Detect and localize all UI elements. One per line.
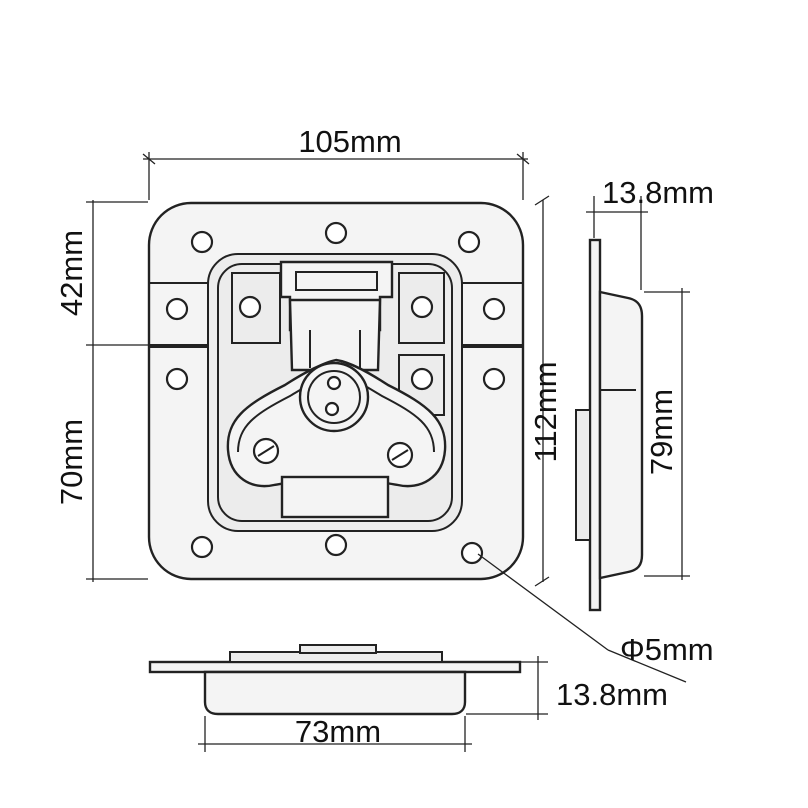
side-pocket-right [398,272,445,344]
dimension-tick [534,576,550,587]
central-boss [298,361,370,433]
dimension-tick [516,153,530,165]
bottom-handle-top [299,644,377,654]
side-handle [575,409,591,541]
mounting-hole [324,533,348,557]
side-flange [588,238,602,612]
dimension-label-79mm: 79mm [644,389,679,475]
dimension-tick [142,153,156,165]
leader-line [607,649,687,683]
mounting-hole [238,295,262,319]
rivet-hole [326,375,342,391]
side-pocket-left [231,272,281,344]
leader-line [477,553,609,651]
dimension-label-105mm: 105mm [298,124,401,159]
dimension-label-70mm: 70mm [54,419,89,505]
side-dish [598,290,644,580]
mounting-hole [410,295,434,319]
mounting-hole [457,230,481,254]
screw-slot [391,449,409,461]
mounting-hole [165,297,189,321]
bottom-keeper [280,475,390,519]
mounting-hole [410,367,434,391]
mounting-hole [190,230,214,254]
central-boss-inner [307,370,361,424]
bottom-flange [148,660,522,674]
mounting-hole [460,541,484,565]
lever-shaft [288,298,382,372]
dimension-label-hole-diameter: Φ5mm [620,632,714,667]
mounting-hole [165,367,189,391]
side-view: 13.8mm 79mm [575,175,714,612]
screw-slot [257,445,275,457]
dimension-tick [534,195,550,206]
dimension-label-112mm: 112mm [528,361,563,462]
catch-slot [295,271,378,291]
mounting-hole [324,221,348,245]
dimension-label-42mm: 42mm [54,230,89,316]
dimension-label-73mm: 73mm [295,714,381,749]
bottom-dish [203,670,467,716]
mounting-hole [190,535,214,559]
dimension-label-side-depth: 13.8mm [602,175,714,210]
front-view: 105mm 42mm 70mm 112mm Φ5mm [54,124,714,683]
dimension-label-bottom-depth: 13.8mm [556,677,668,712]
bottom-view: 13.8mm 73mm [148,644,668,752]
mounting-hole [482,367,506,391]
rivet-hole [324,401,340,417]
mounting-hole [482,297,506,321]
